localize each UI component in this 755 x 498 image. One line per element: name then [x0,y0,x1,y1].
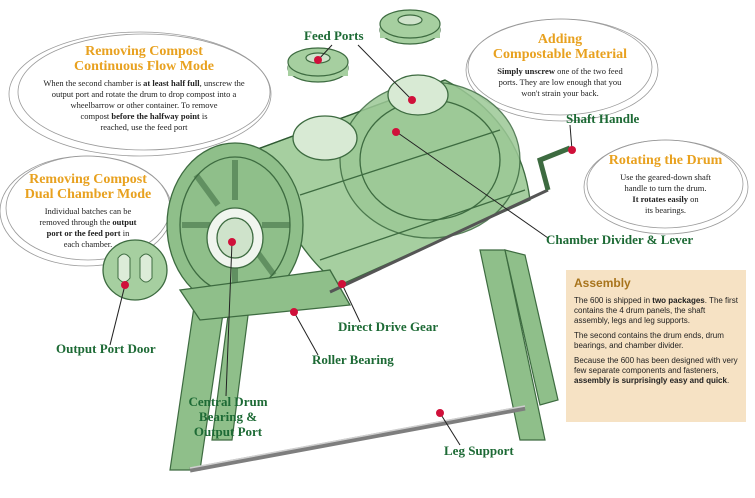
text: each chamber. [63,239,113,249]
text: Use the geared-down shaft [620,172,711,182]
assembly-paragraph: The second contains the drum ends, drum … [574,331,724,350]
callout-body: Simply unscrew one of the two feed ports… [480,66,640,99]
title-line: Removing Compost [29,172,147,187]
label-line: Output Port [193,424,263,439]
label-shaft-handle: Shaft Handle [566,111,640,126]
output-port-door [102,239,168,301]
callout-dual-chamber: Removing Compost Dual Chamber Mode Indiv… [8,172,168,250]
callout-rotating-drum: Rotating the Drum Use the geared-down sh… [598,153,733,216]
callout-body: When the second chamber is at least half… [24,78,264,133]
callout-title: Adding Compostable Material [480,32,640,62]
text-bold: port or the feed port [46,228,121,238]
label-feed-ports: Feed Ports [304,28,364,43]
callout-title: Removing Compost Dual Chamber Mode [8,172,168,202]
label-line: Central Drum [188,394,268,409]
callout-continuous-flow: Removing Compost Continuous Flow Mode Wh… [24,44,264,133]
assembly-paragraph: Because the 600 has been designed with v… [574,356,738,386]
drum [166,74,531,308]
callout-adding-material: Adding Compostable Material Simply unscr… [480,32,640,99]
text-bold: assembly is surprisingly easy and quick [574,376,727,385]
callout-title: Rotating the Drum [608,153,723,168]
text: . [726,376,730,385]
title-line: Continuous Flow Mode [73,59,215,74]
label-leg-support: Leg Support [444,443,514,458]
text-bold: two packages [652,296,705,305]
text-bold: before the halfway point [111,111,200,121]
assembly-panel: Assembly The 600 is shipped in two packa… [566,270,746,422]
text: ports. They are low enough that you [498,77,622,87]
shaft-handle [537,145,571,191]
callout-body: Individual batches can be removed throug… [8,206,168,250]
label-chamber-divider: Chamber Divider & Lever [546,232,694,247]
text: Individual batches can be [44,206,132,216]
legs [169,249,559,471]
text: on [687,194,699,204]
text: reached, use the feed port [100,122,188,132]
text: won't strain your back. [521,88,599,98]
marker-dots [121,56,576,417]
text: in [120,228,130,238]
text: wheelbarrow or other container. To remov… [70,100,218,110]
title-line: Dual Chamber Mode [24,187,152,202]
label-line: Bearing & [198,409,258,424]
title-line: Adding [537,32,583,47]
title-line: Removing Compost [85,44,203,59]
text: one of the two feed [554,66,623,76]
text: handle to turn the drum. [624,183,707,193]
text-bold: Simply unscrew [497,66,555,76]
text: is [199,111,208,121]
text: . The first contains the 4 drum panels, … [574,296,738,325]
text-bold: at least half full [143,78,200,88]
text: When the second chamber is [43,78,144,88]
text: compost [80,111,112,121]
text: output port and rotate the drum to drop … [51,89,237,99]
text: removed through the [39,217,113,227]
text: The 600 is shipped in [574,296,653,305]
assembly-title: Assembly [574,276,631,290]
label-output-port-door: Output Port Door [56,341,156,356]
text: its bearings. [644,205,687,215]
text: Because the 600 has been designed with v… [574,356,738,375]
drive-shaft [329,188,549,294]
leg-support-rod [189,405,526,473]
title-line: Compostable Material [492,47,628,62]
label-roller-bearing: Roller Bearing [312,352,394,367]
leader-lines [109,44,573,446]
assembly-paragraph: The 600 is shipped in two packages. The … [574,296,738,326]
text-bold: It rotates easily [632,194,688,204]
feed-port-caps [287,9,441,83]
label-central-drum: Central Drum Bearing & Output Port [178,394,278,439]
text: , unscrew the [199,78,245,88]
label-direct-drive-gear: Direct Drive Gear [338,319,439,334]
callout-body: Use the geared-down shaft handle to turn… [598,172,733,216]
text-bold: output [112,217,137,227]
callout-title: Removing Compost Continuous Flow Mode [24,44,264,74]
